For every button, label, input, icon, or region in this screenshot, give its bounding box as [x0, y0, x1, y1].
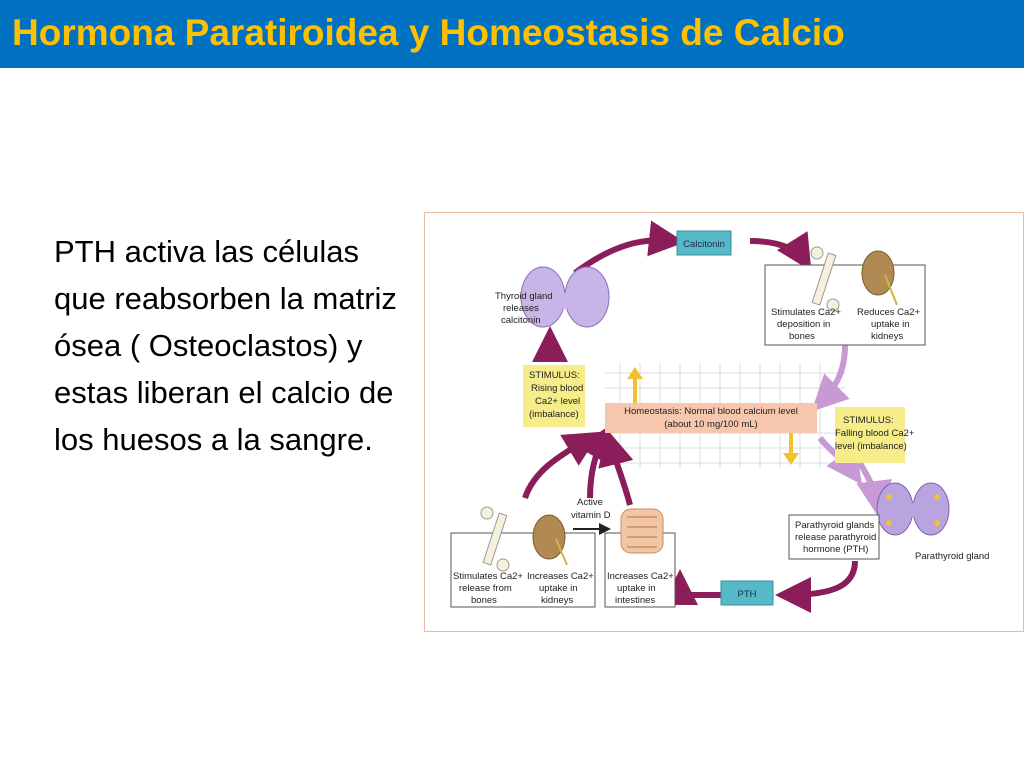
parathyroid-release-box [788, 514, 880, 560]
stim-ca-release-2: release from [459, 583, 512, 594]
stimulus-falling-box [835, 407, 905, 463]
parathyroid-gland-label: Parathyroid gland [915, 551, 989, 562]
pth-effects-box [450, 532, 596, 608]
parathyroid-release-3: hormone (PTH) [803, 544, 868, 555]
arrow-effects-to-homeostasis [811, 344, 850, 412]
parathyroid-release-1: Parathyroid glands [795, 520, 874, 531]
arrow-calcitonin-to-effects [749, 231, 812, 272]
reduces-ca-3: kidneys [871, 331, 903, 342]
pth-tag [720, 580, 774, 606]
active-vitd-2: vitamin D [571, 510, 611, 521]
thyroid-label-1: Thyroid gland [495, 291, 553, 302]
arrow-intestines-to-homeostasis [598, 429, 634, 506]
intestines-icon [620, 508, 664, 554]
pth-label: PTH [738, 589, 757, 600]
thyroid-label-2: releases [503, 303, 539, 314]
increases-intestines-1: Increases Ca2+ [607, 571, 674, 582]
stim-ca-dep-3: bones [789, 331, 815, 342]
stimulus-rising-2: Rising blood [531, 383, 583, 394]
bone-icon [810, 246, 840, 312]
increases-intestines-2: uptake in [617, 583, 656, 594]
stim-ca-release-3: bones [471, 595, 497, 606]
arrow-pth-to-effects [662, 569, 721, 605]
stimulus-falling-1: STIMULUS: [843, 415, 894, 426]
calcitonin-label: Calcitonin [683, 239, 725, 250]
title-bar: Hormona Paratiroidea y Homeostasis de Ca… [0, 0, 1024, 68]
arrow-thyroid-to-calcitonin [573, 220, 685, 276]
thyroid-gland-icon [520, 266, 610, 328]
body-text: PTH activa las células que reabsorben la… [54, 234, 397, 457]
stim-ca-dep-1: Stimulates Ca2+ [771, 307, 841, 318]
arrow-kidneys-to-homeostasis [577, 424, 611, 499]
stimulus-rising-box [523, 365, 585, 427]
reduces-ca-2: uptake in [871, 319, 910, 330]
stim-ca-release-1: Stimulates Ca2+ [453, 571, 523, 582]
thyroid-label-3: calcitonin [501, 315, 541, 326]
homeostasis-2: (about 10 mg/100 mL) [664, 419, 757, 430]
increases-kidneys-2: uptake in [539, 583, 578, 594]
homeostasis-bar [605, 403, 817, 433]
stimulus-rising-3: Ca2+ level [535, 396, 580, 407]
arrow-down-icon [783, 433, 799, 465]
arrow-up-icon [627, 367, 643, 403]
increases-intestines-3: intestines [615, 595, 655, 606]
kidney-icon [861, 250, 898, 306]
calcium-homeostasis-diagram: Calcitonin Thyroid gland releases calcit… [424, 212, 1024, 632]
arrow-bones-to-homeostasis [522, 431, 601, 500]
kidney-icon [532, 514, 568, 566]
homeostasis-1: Homeostasis: Normal blood calcium level [624, 406, 798, 417]
calcitonin-tag [676, 230, 732, 256]
parathyroid-gland-icon [876, 482, 950, 536]
active-vitd-1: Active [577, 497, 603, 508]
stimulus-falling-2: Falling blood Ca2+ [835, 428, 915, 439]
stim-ca-dep-2: deposition in [777, 319, 830, 330]
stimulus-rising-4: (imbalance) [529, 409, 579, 420]
arrow-falling-to-parathyroid [856, 461, 893, 517]
calcitonin-effects-box [764, 264, 926, 346]
increases-kidneys-1: Increases Ca2+ [527, 571, 594, 582]
stimulus-rising-1: STIMULUS: [529, 370, 580, 381]
arrow-parathyroid-to-pth [775, 560, 858, 613]
increases-kidneys-3: kidneys [541, 595, 573, 606]
slide-title: Hormona Paratiroidea y Homeostasis de Ca… [12, 12, 845, 53]
parathyroid-release-2: release parathyroid [795, 532, 876, 543]
bone-icon [480, 506, 510, 572]
stimulus-falling-3: level (imbalance) [835, 441, 907, 452]
reduces-ca-1: Reduces Ca2+ [857, 307, 921, 318]
